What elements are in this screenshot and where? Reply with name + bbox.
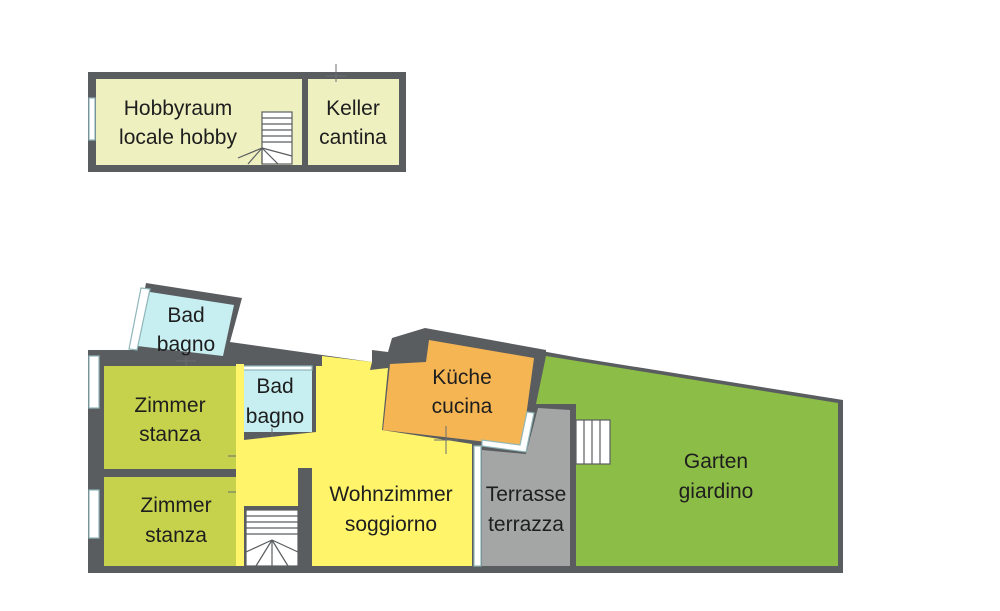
- bad-1-label-1: Bad: [167, 304, 204, 327]
- hobby-window: [88, 97, 96, 141]
- kitchen-room: [383, 340, 534, 446]
- keller-label-1: Keller: [326, 97, 380, 120]
- bad-2-label-2: bagno: [246, 405, 304, 428]
- bad-2-label-1: Bad: [256, 375, 293, 398]
- living-room: [236, 356, 472, 566]
- zimmer-2-room: [104, 477, 240, 566]
- garden-label-2: giardino: [679, 480, 754, 503]
- garden-steps: [575, 419, 611, 465]
- basement-level: Hobbyraum locale hobby Keller cantina: [88, 64, 406, 172]
- zimmer-2-label-1: Zimmer: [140, 494, 211, 517]
- kitchen-label-2: cucina: [432, 395, 493, 418]
- living-staircase: [245, 509, 299, 567]
- living-label-1: Wohnzimmer: [329, 483, 452, 506]
- hobby-staircase: [237, 111, 293, 165]
- zimmer-2-label-2: stanza: [145, 524, 207, 547]
- bad-2-room: [238, 366, 312, 432]
- bad-1-window: [128, 287, 151, 351]
- keller-room: [308, 79, 399, 165]
- zimmer-2-window: [88, 489, 100, 539]
- terrace: [482, 408, 570, 566]
- terrace-label-1: Terrasse: [486, 483, 567, 506]
- bad-1-room: [137, 292, 234, 356]
- terrace-label-2: terrazza: [488, 513, 564, 536]
- zimmer-1-label-1: Zimmer: [134, 394, 205, 417]
- hobby-label-2: locale hobby: [119, 126, 237, 149]
- zimmer-1-label-2: stanza: [139, 423, 201, 446]
- keller-label-2: cantina: [319, 126, 387, 149]
- bad-1-label-2: bagno: [157, 333, 215, 356]
- bad-2-window: [237, 365, 313, 371]
- hobby-label-1: Hobbyraum: [124, 97, 233, 120]
- terrace-window: [473, 445, 482, 567]
- garden: [536, 356, 838, 566]
- zimmer-1-window: [88, 355, 100, 409]
- zimmer-1-room: [104, 366, 236, 469]
- ground-level: Bad bagno Zimmer stanza Bad bagno Zimmer…: [88, 283, 843, 573]
- kitchen-window: [481, 411, 535, 453]
- kitchen-label-1: Küche: [432, 366, 492, 389]
- living-label-2: soggiorno: [345, 513, 437, 536]
- garden-label-1: Garten: [684, 450, 748, 473]
